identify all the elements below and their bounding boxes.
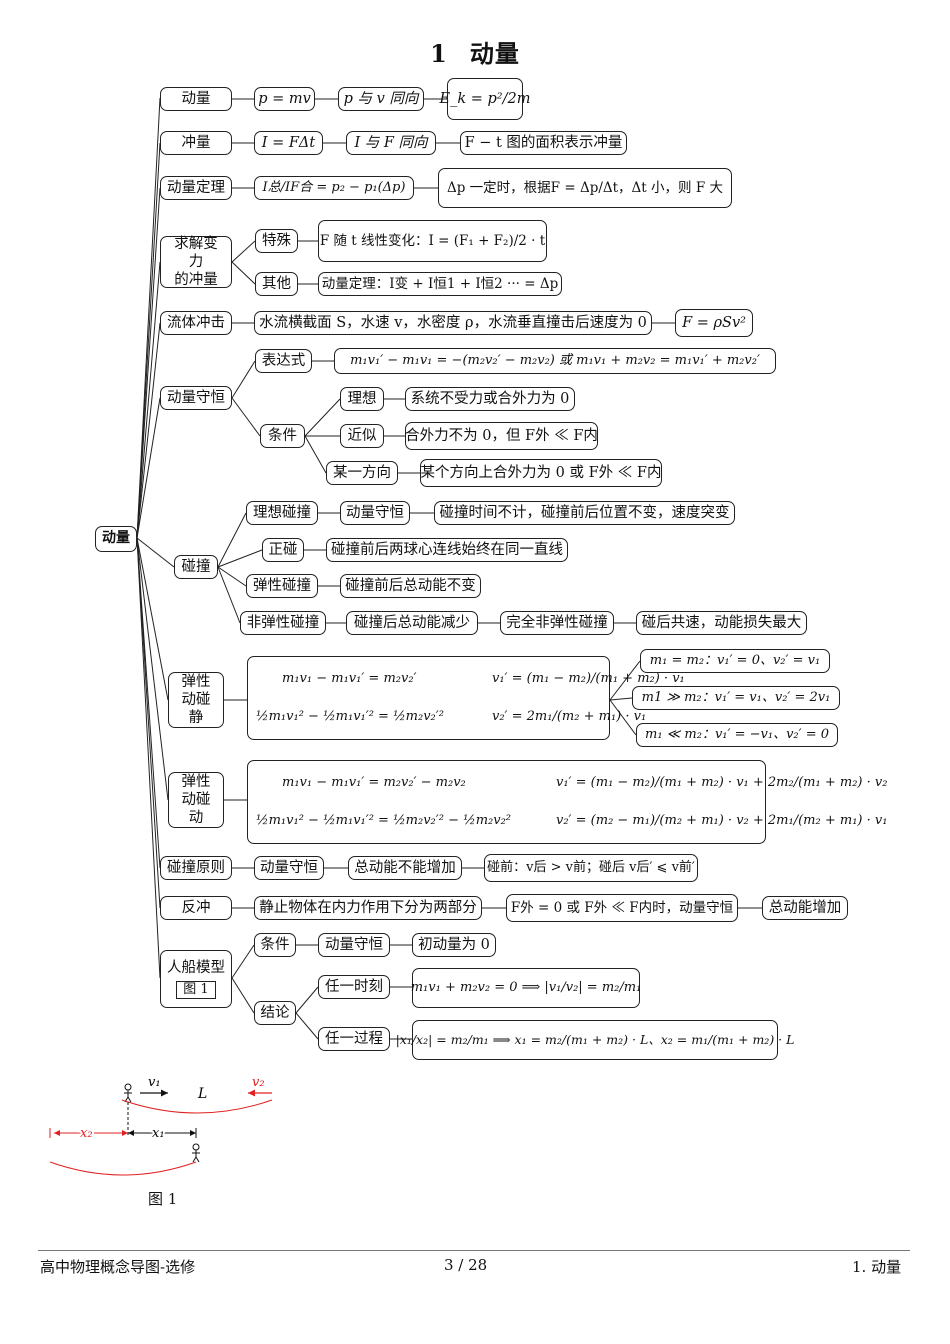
- node-momentum: 动量: [160, 87, 232, 111]
- node-ideal: 理想: [340, 387, 384, 411]
- label-x1: x₁: [152, 1126, 165, 1141]
- node-principle-energy: 总动能不能增加: [348, 856, 462, 880]
- node-any-moment: 任一时刻: [318, 975, 390, 999]
- node-boat-conservation: 动量守恒: [318, 933, 390, 957]
- node-collision: 碰撞: [174, 555, 218, 579]
- node-i-fdt: I = FΔt: [254, 131, 323, 155]
- node-principle-velocity: 碰前：v后 > v前；碰后 v后′ ⩽ v前′: [484, 854, 698, 882]
- footer-left: 高中物理概念导图-选修: [40, 1258, 196, 1276]
- node-elastic-desc: 碰撞前后总动能不变: [340, 574, 481, 598]
- node-special: 特殊: [255, 229, 298, 253]
- person-bottom: [192, 1143, 200, 1163]
- node-light-mass: m₁ ≪ m₂：v₁′ = −v₁、v₂′ = 0: [636, 723, 838, 747]
- node-fluid-desc: 水流横截面 S，水速 v，水密度 ρ，水流垂直撞击后速度为 0: [254, 311, 652, 335]
- figure-caption: 图 1: [148, 1190, 178, 1208]
- eq-static-momentum: m₁v₁ − m₁v₁′ = m₂v₂′: [282, 671, 417, 686]
- node-boat-condition: 条件: [254, 933, 296, 957]
- eq-moving-momentum: m₁v₁ − m₁v₁′ = m₂v₂′ − m₂v₂: [282, 775, 466, 790]
- node-principle-conservation: 动量守恒: [254, 856, 324, 880]
- node-boat-model: 人船模型 图 1: [160, 950, 232, 1008]
- boat-model-label: 人船模型: [167, 959, 225, 976]
- node-ideal-conservation: 动量守恒: [340, 501, 410, 525]
- node-heavy-mass: m1 ≫ m₂：v₁′ = v₁、v₂′ = 2v₁: [632, 686, 840, 710]
- node-head-on: 正碰: [262, 538, 304, 562]
- node-conservation: 动量守恒: [160, 386, 232, 410]
- box-elastic-moving-eqs: m₁v₁ − m₁v₁′ = m₂v₂′ − m₂v₂ ½m₁v₁² − ½m₁…: [247, 760, 887, 844]
- node-approx-desc: 合外力不为 0，但 F外 ≪ F内: [405, 422, 598, 450]
- node-expression-formula: m₁v₁′ − m₁v₁ = −(m₂v₂′ − m₂v₂) 或 m₁v₁ + …: [334, 348, 776, 374]
- node-elastic: 弹性碰撞: [246, 574, 318, 598]
- node-theorem-note: Δp 一定时，根据F = Δp/Δt，Δt 小，则 F 大: [438, 168, 732, 208]
- node-recoil-desc: 静止物体在内力作用下分为两部分: [254, 896, 482, 920]
- node-other-theorem: 动量定理：I变 + I恒1 + I恒2 ··· = Δp: [318, 272, 562, 296]
- node-elastic-moving-static: 弹性 动碰静: [168, 672, 224, 728]
- node-p-mv: p = mv: [254, 87, 315, 111]
- node-inelastic-desc: 碰撞后总动能减少: [346, 611, 478, 635]
- node-boat-conclusion: 结论: [254, 1001, 296, 1025]
- boat-model-figref: 图 1: [176, 980, 216, 1000]
- label-L: L: [197, 1086, 207, 1102]
- box-elastic-static-eqs: m₁v₁ − m₁v₁′ = m₂v₂′ ½m₁v₁² − ½m₁v₁′² = …: [247, 656, 685, 740]
- node-elastic-moving-moving: 弹性 动碰动: [168, 772, 224, 828]
- label-v1: v₁: [148, 1075, 161, 1090]
- node-ideal-desc: 系统不受力或合外力为 0: [405, 387, 575, 411]
- node-impulse: 冲量: [160, 131, 232, 155]
- boat-model-stack: 人船模型 图 1: [167, 959, 225, 1000]
- boat-top: [121, 1099, 273, 1114]
- node-head-on-desc: 碰撞前后两球心连线始终在同一直线: [326, 538, 568, 562]
- page-title: 1 动量: [0, 34, 950, 69]
- node-recoil-energy: 总动能增加: [762, 896, 848, 920]
- node-fluid-formula: F = ρSv²: [675, 309, 753, 337]
- node-ideal-collision-desc: 碰撞时间不计，碰撞前后位置不变，速度突变: [434, 501, 735, 525]
- node-linear-force: F 随 t 线性变化：I = (F₁ + F₂)/2 · t: [318, 220, 547, 262]
- node-variable-force: 求解变力 的冲量: [160, 236, 232, 288]
- eq-moving-v1: v₁′ = (m₁ − m₂)/(m₁ + m₂) · v₁ + 2m₂/(m₁…: [556, 775, 888, 790]
- node-other: 其他: [255, 272, 298, 296]
- node-fluid-impact: 流体冲击: [160, 311, 232, 335]
- elastic-moving-moving-label: 弹性 动碰动: [181, 773, 211, 827]
- node-theorem-formula: I总/IF合 = p₂ − p₁(Δp): [254, 176, 414, 200]
- variable-force-label: 求解变力 的冲量: [174, 235, 218, 289]
- eq-moving-energy: ½m₁v₁² − ½m₁v₁′² = ½m₂v₂′² − ½m₂v₂²: [256, 813, 511, 828]
- eq-static-energy: ½m₁v₁² − ½m₁v₁′² = ½m₂v₂′²: [256, 709, 444, 724]
- node-perfectly-inelastic-desc: 碰后共速，动能损失最大: [636, 611, 807, 635]
- node-boat-initial: 初动量为 0: [412, 933, 496, 957]
- node-recoil: 反冲: [160, 896, 232, 920]
- eq-static-v2: v₂′ = 2m₁/(m₂ + m₁) · v₁: [492, 709, 647, 724]
- footer-page: 3 / 28: [444, 1256, 488, 1274]
- title-number: 1: [430, 39, 448, 68]
- label-v2: v₂: [252, 1075, 265, 1090]
- figure-boat-model: v₁ L v₂ x₂ x₁: [49, 1075, 273, 1176]
- node-equal-mass: m₁ = m₂：v₁′ = 0、v₂′ = v₁: [640, 649, 830, 673]
- label-x2: x₂: [80, 1126, 93, 1141]
- title-text: 动量: [469, 39, 520, 68]
- node-one-direction: 某一方向: [326, 461, 398, 485]
- node-i-f-direction: I 与 F 同向: [346, 131, 436, 155]
- elastic-moving-static-label: 弹性 动碰静: [181, 673, 211, 727]
- node-ideal-collision: 理想碰撞: [246, 501, 318, 525]
- node-collision-principles: 碰撞原则: [160, 856, 232, 880]
- footer-right: 1. 动量: [852, 1258, 902, 1276]
- node-perfectly-inelastic: 完全非弹性碰撞: [500, 611, 614, 635]
- root-node: 动量: [95, 526, 137, 552]
- person-top: [124, 1083, 132, 1103]
- node-approx: 近似: [340, 424, 384, 448]
- node-recoil-condition: F外 = 0 或 F外 ≪ F内时，动量守恒: [506, 894, 738, 922]
- node-inelastic: 非弹性碰撞: [240, 611, 326, 635]
- eq-static-v1: v₁′ = (m₁ − m₂)/(m₁ + m₂) · v₁: [492, 671, 685, 686]
- boat-bottom: [49, 1161, 197, 1176]
- node-any-moment-formula: m₁v₁ + m₂v₂ = 0 ⟹ |v₁/v₂| = m₂/m₁: [411, 968, 641, 1008]
- node-ek: E_k = p²/2m: [440, 78, 530, 120]
- node-condition: 条件: [260, 424, 305, 448]
- node-p-v-direction: p 与 v 同向: [338, 87, 424, 111]
- eq-moving-v2: v₂′ = (m₂ − m₁)/(m₂ + m₁) · v₂ + 2m₁/(m₂…: [556, 813, 888, 828]
- node-any-process-formula: |x₁/x₂| = m₂/m₁ ⟹ x₁ = m₂/(m₁ + m₂) · L、…: [396, 1020, 794, 1060]
- footer-rule: [38, 1250, 910, 1251]
- node-any-process: 任一过程: [318, 1027, 390, 1051]
- node-one-direction-desc: 某个方向上合外力为 0 或 F外 ≪ F内: [420, 459, 662, 487]
- node-expression: 表达式: [255, 349, 312, 373]
- node-momentum-theorem: 动量定理: [160, 176, 232, 200]
- node-ft-area: F − t 图的面积表示冲量: [460, 131, 627, 155]
